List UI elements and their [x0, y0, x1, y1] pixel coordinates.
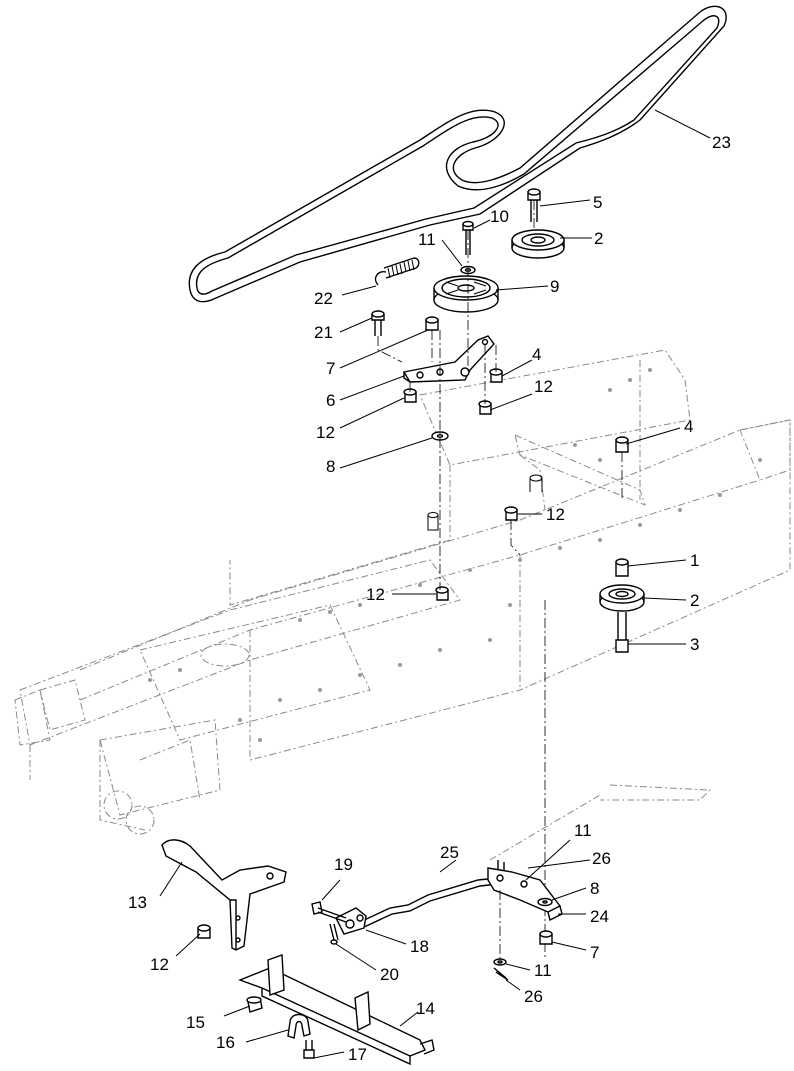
callout-22: 22 [314, 289, 333, 308]
spacer-1 [615, 558, 629, 577]
washer-11-lower [493, 958, 507, 966]
idler-arm-lower [487, 867, 563, 922]
callout-21: 21 [314, 323, 333, 342]
frame-mount-studs [427, 474, 543, 531]
callout-7: 7 [326, 359, 335, 378]
callout-labels: 23 5 10 11 2 22 9 21 7 4 6 12 12 4 8 12 … [128, 133, 731, 1064]
callout-8: 8 [326, 457, 335, 476]
callout-26: 26 [524, 987, 543, 1006]
callout-11: 11 [418, 230, 436, 249]
idler-pulley-large [433, 275, 499, 313]
callout-13: 13 [128, 893, 147, 912]
idler-arm-bracket [402, 335, 495, 383]
callout-5: 5 [593, 193, 602, 212]
pedal-mount-bracket [161, 839, 287, 951]
nut-7-lower [539, 930, 553, 945]
shoulder-bolt-21 [371, 310, 385, 336]
nut-12-bottom [197, 924, 211, 939]
callout-6: 6 [326, 391, 335, 410]
callout-12: 12 [150, 955, 169, 974]
callout-2: 2 [690, 591, 699, 610]
callout-3: 3 [690, 635, 699, 654]
callout-2: 2 [594, 229, 603, 248]
nut-7-upper [425, 316, 439, 331]
callout-11: 11 [574, 821, 592, 840]
nut-12-mid [504, 506, 518, 521]
callout-12: 12 [366, 585, 385, 604]
hairpin-26 [493, 967, 509, 981]
callout-9: 9 [550, 277, 559, 296]
clamp-16 [287, 1013, 311, 1039]
drive-belt [188, 5, 727, 303]
nut-4-lower [615, 436, 629, 453]
callout-4: 4 [684, 417, 693, 436]
callout-12: 12 [534, 377, 553, 396]
control-rod [359, 860, 505, 929]
callout-11: 11 [534, 961, 552, 980]
callout-14: 14 [416, 999, 435, 1018]
callout-24: 24 [590, 907, 609, 926]
assembly-centerlines [377, 200, 623, 960]
tension-spring [374, 257, 420, 286]
callout-25: 25 [440, 843, 459, 862]
callout-1: 1 [690, 551, 699, 570]
clevis-pin-19 [311, 901, 347, 923]
clevis-yoke [335, 907, 367, 935]
tractor-frame [14, 349, 791, 861]
callout-4: 4 [532, 345, 541, 364]
nut-12-lower [435, 586, 449, 601]
callout-26: 26 [592, 849, 611, 868]
callout-12: 12 [316, 423, 335, 442]
bolt-17 [303, 1040, 315, 1059]
callout-17: 17 [348, 1045, 367, 1064]
washer-8-lower [537, 897, 553, 907]
callout-23: 23 [712, 133, 731, 152]
callout-8: 8 [590, 879, 599, 898]
bolt-3 [615, 612, 629, 653]
callout-16: 16 [216, 1033, 235, 1052]
callout-12: 12 [546, 505, 565, 524]
callout-10: 10 [490, 207, 509, 226]
nut-12-left [403, 388, 417, 403]
clevis-pin-15 [246, 996, 263, 1013]
callout-19: 19 [334, 855, 353, 874]
callout-18: 18 [410, 937, 429, 956]
idler-pulley-upper [511, 229, 565, 259]
idler-pulley-lower [599, 584, 645, 612]
cotter-pin-20 [329, 923, 339, 945]
leader-lines [159, 109, 711, 1059]
callout-7: 7 [590, 943, 599, 962]
bolt-5 [527, 188, 541, 222]
callout-15: 15 [186, 1013, 205, 1032]
callout-20: 20 [380, 965, 399, 984]
cross-shaft [238, 954, 435, 1066]
